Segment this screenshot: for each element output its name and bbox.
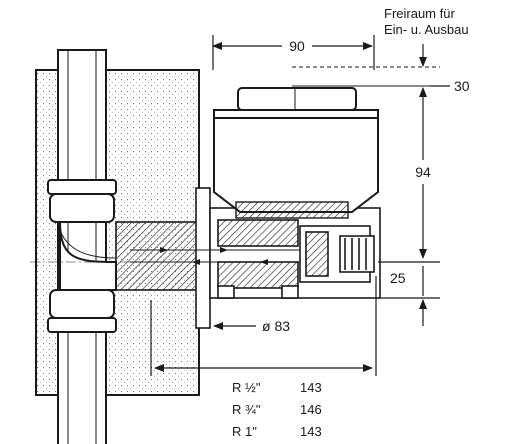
thread-value: 146 [300,402,322,417]
supply-pipe [47,49,117,444]
dim-diameter-label: ø 83 [262,318,290,334]
thread-value: 143 [300,380,322,395]
dim-width-label: 90 [289,38,305,54]
valve-connection [115,187,381,329]
dim-height-label: 94 [415,164,431,180]
clearance-label-line1: Freiraum für [384,6,455,21]
thread-table: R ½" 143 R ¾" 146 R 1" 143 [232,380,322,439]
dimension-height [378,108,440,299]
thread-size: R 1" [232,424,257,439]
dimension-width [212,35,375,70]
dim-clearance-label: 30 [454,78,470,94]
dim-bottom-label: 25 [390,270,406,286]
thread-size: R ½" [232,380,261,395]
dimension-clearance [419,44,450,108]
thread-size: R ¾" [232,402,261,417]
thread-value: 143 [300,424,322,439]
dimension-depth [150,276,377,376]
thermostat-head [213,87,379,219]
clearance-label-line2: Ein- u. Ausbau [384,22,469,37]
